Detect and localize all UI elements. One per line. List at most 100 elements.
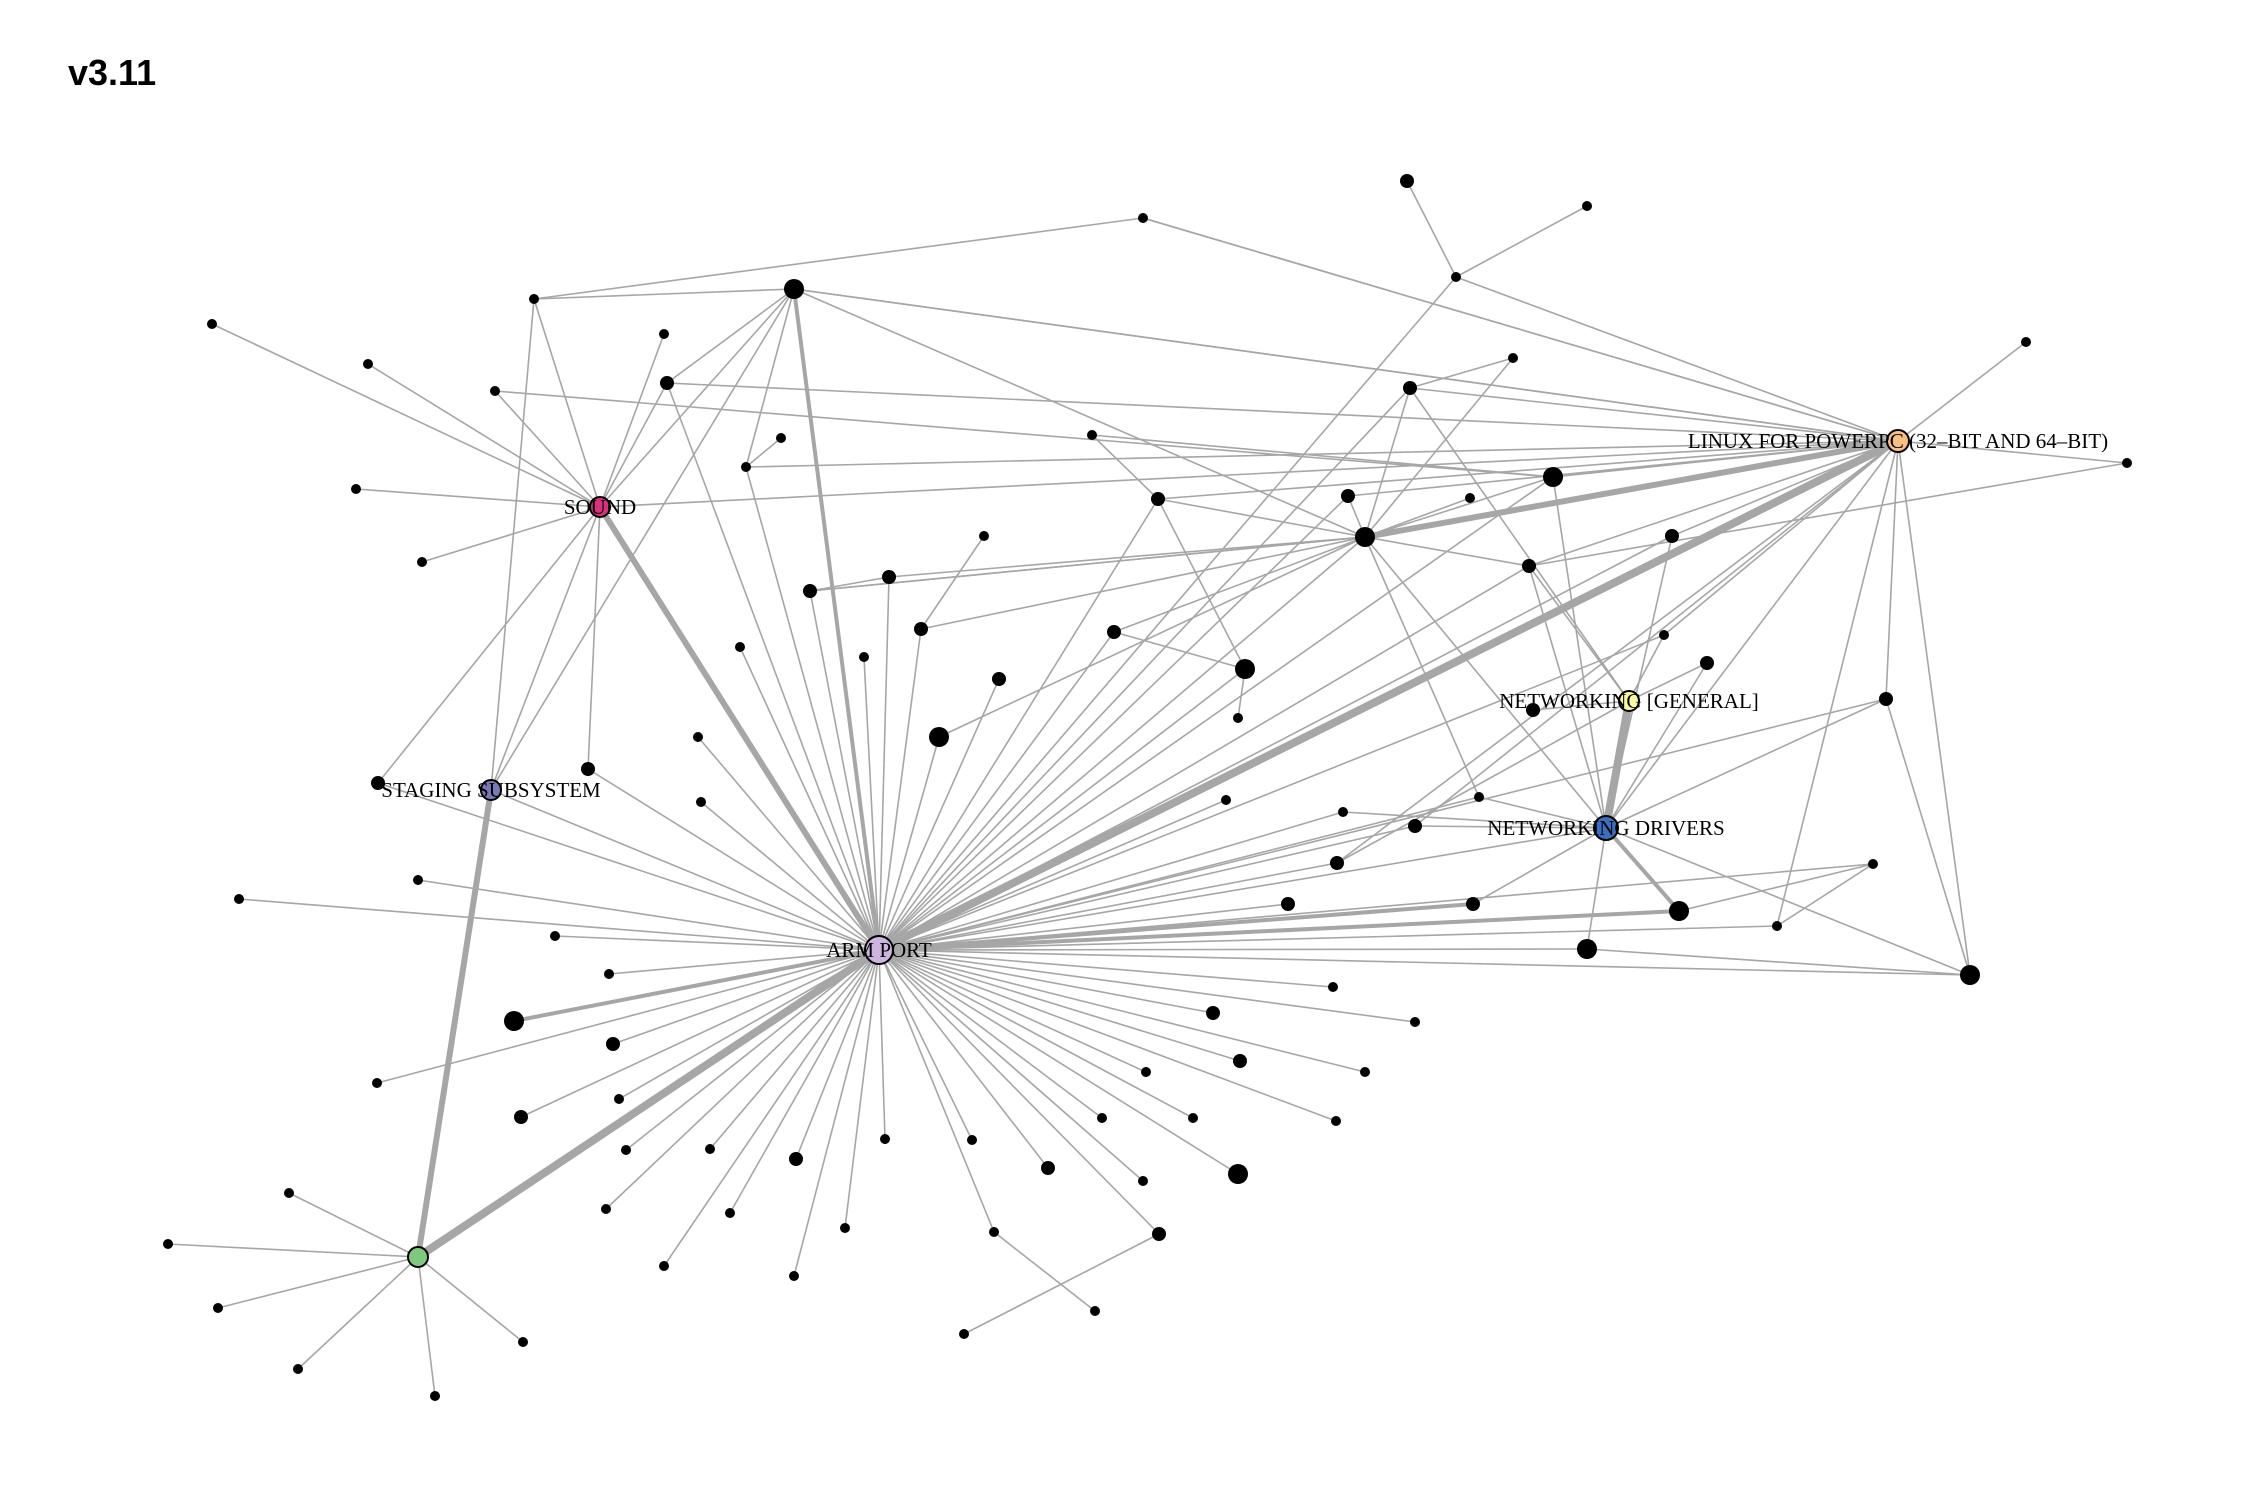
graph-node	[1141, 1067, 1151, 1077]
graph-edge	[878, 576, 890, 951]
graph-edge	[878, 476, 1554, 951]
graph-edge	[1347, 440, 1899, 497]
graph-edge	[1414, 440, 1899, 827]
graph-node	[1097, 1113, 1107, 1123]
graph-edge	[1472, 827, 1607, 905]
graph-edge	[587, 768, 880, 951]
graph-edge	[878, 949, 1160, 1235]
graph-node	[989, 1227, 999, 1237]
graph-node	[929, 727, 949, 747]
graph-title: v3.11	[68, 52, 157, 93]
graph-edge	[878, 949, 973, 1141]
graph-edge	[878, 628, 922, 951]
graph-edge	[1409, 387, 1630, 702]
graph-node	[1152, 1227, 1166, 1241]
graph-edge	[878, 387, 1411, 951]
graph-node	[514, 1110, 528, 1124]
graph-edge	[878, 827, 1607, 951]
label-networking-drivers: NETWORKING DRIVERS	[1487, 816, 1724, 840]
graph-edge	[1409, 387, 1899, 442]
graph-node	[1410, 1017, 1420, 1027]
graph-edge	[878, 536, 1366, 951]
graph-edge	[494, 390, 1554, 478]
graph-edge	[878, 276, 1457, 951]
graph-edge	[878, 668, 1246, 951]
hub-node-green	[407, 1246, 429, 1268]
graph-node	[979, 531, 989, 541]
graph-edge	[1406, 180, 1457, 278]
graph-node	[490, 386, 500, 396]
graph-node	[601, 1204, 611, 1214]
graph-node	[1466, 897, 1480, 911]
graph-edge	[367, 363, 601, 508]
graph-edge	[700, 801, 880, 951]
graph-node	[351, 484, 361, 494]
graph-edge	[1364, 476, 1554, 538]
graph-edge	[599, 333, 665, 508]
graph-node	[992, 672, 1006, 686]
graph-node	[1868, 859, 1878, 869]
graph-node	[1107, 625, 1121, 639]
label-layer: ARM PORT LINUX FOR POWERPC (32–BIT AND 64…	[381, 429, 2108, 962]
graph-edge	[1678, 863, 1874, 912]
label-arm-port: ARM PORT	[826, 938, 932, 962]
graph-edge	[878, 949, 1147, 1073]
graph-node	[696, 797, 706, 807]
graph-node	[784, 279, 804, 299]
graph-node	[1474, 792, 1484, 802]
graph-edge	[745, 288, 795, 468]
graph-node	[504, 1011, 524, 1031]
graph-node	[725, 1208, 735, 1218]
graph-node	[1341, 489, 1355, 503]
graph-edge	[878, 949, 1971, 976]
graph-edge	[238, 898, 880, 951]
graph-edge	[415, 946, 882, 1261]
graph-edge	[878, 862, 1338, 951]
graph-edge	[878, 825, 1416, 951]
graph-edge	[625, 949, 880, 1151]
graph-node	[967, 1135, 977, 1145]
graph-edge	[729, 949, 880, 1214]
label-linux-powerpc: LINUX FOR POWERPC (32–BIT AND 64–BIT)	[1688, 429, 2108, 453]
graph-node	[789, 1152, 803, 1166]
graph-node	[2122, 458, 2132, 468]
graph-edge	[1671, 440, 1899, 537]
graph-edge	[663, 949, 880, 1267]
graph-node	[1960, 965, 1980, 985]
graph-edge	[878, 949, 1239, 1175]
graph-node	[1582, 201, 1592, 211]
graph-edge	[878, 949, 1241, 1062]
graph-node	[1403, 381, 1417, 395]
graph-edge	[792, 288, 881, 951]
graph-node	[789, 1271, 799, 1281]
graph-node	[659, 1261, 669, 1271]
graph-edge	[417, 1256, 436, 1397]
graph-node	[1221, 795, 1231, 805]
graph-edge	[1478, 796, 1607, 829]
graph-node	[581, 762, 595, 776]
graph-edge	[520, 949, 880, 1118]
graph-edge	[878, 949, 1194, 1119]
graph-node	[1206, 1006, 1220, 1020]
graph-edge	[809, 536, 1366, 592]
graph-node	[234, 894, 244, 904]
label-staging-subsystem: STAGING SUBSYSTEM	[381, 778, 601, 802]
graph-edge	[1157, 498, 1366, 538]
hub-node-staging	[480, 779, 502, 801]
graph-edge	[490, 789, 880, 951]
graph-edge	[878, 736, 940, 951]
label-networking-general: NETWORKING [GENERAL]	[1499, 689, 1759, 713]
graph-node	[880, 1134, 890, 1144]
graph-node	[1400, 174, 1414, 188]
graph-node	[372, 1078, 382, 1088]
graph-edge	[355, 488, 601, 508]
graph-edge	[878, 948, 1588, 951]
graph-node	[1151, 492, 1165, 506]
graph-edge	[878, 949, 886, 1140]
graph-node	[363, 359, 373, 369]
graph-edge	[1414, 825, 1607, 829]
graph-edge	[666, 382, 880, 951]
graph-edge	[878, 498, 1159, 951]
graph-edge	[1528, 440, 1899, 567]
graph-node	[1188, 1113, 1198, 1123]
